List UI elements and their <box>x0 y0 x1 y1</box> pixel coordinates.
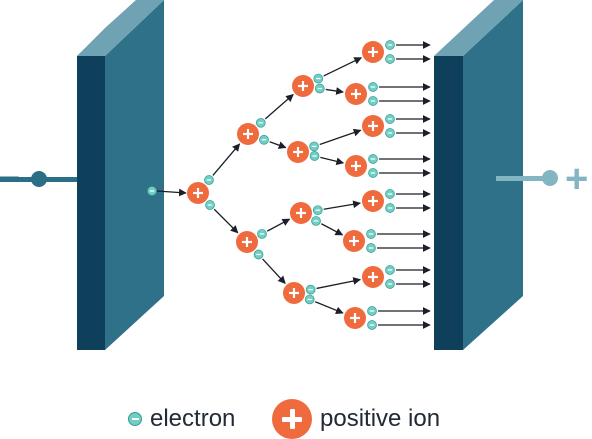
cathode-front <box>105 0 164 350</box>
anode-front <box>463 0 523 350</box>
electron-avalanche <box>147 40 431 330</box>
anode-plate <box>434 0 523 350</box>
arrow <box>213 208 239 234</box>
positive-terminal: + <box>496 157 588 201</box>
arrow <box>315 301 344 315</box>
legend-electron-label: electron <box>150 405 236 432</box>
positive-wire <box>496 176 551 181</box>
cathode-plate <box>77 0 164 350</box>
positive-ion-icon <box>272 399 312 439</box>
arrow <box>323 57 363 77</box>
electron-icon <box>128 412 142 426</box>
arrow <box>325 87 344 95</box>
legend-positive-ion: positive ion <box>272 399 440 439</box>
arrow <box>316 277 362 290</box>
negative-sign: − <box>0 157 20 201</box>
arrow <box>266 218 291 232</box>
negative-terminal-node <box>31 171 47 187</box>
anode-top-face <box>434 0 523 56</box>
arrow <box>269 141 287 149</box>
legend-ion-label: positive ion <box>320 405 441 432</box>
arrow <box>156 188 187 197</box>
cathode-top-face <box>77 0 164 56</box>
arrow <box>264 94 294 120</box>
positive-terminal-node <box>542 170 558 186</box>
positive-sign: + <box>565 157 588 201</box>
negative-terminal: − <box>0 157 77 201</box>
arrow <box>323 200 361 210</box>
arrow <box>262 258 286 285</box>
arrow <box>212 143 241 176</box>
anode-side <box>434 56 463 350</box>
cathode-side <box>77 56 105 350</box>
arrow <box>320 156 345 166</box>
arrow <box>321 223 344 236</box>
arrow <box>319 128 362 146</box>
legend-electron: electron <box>128 399 235 439</box>
